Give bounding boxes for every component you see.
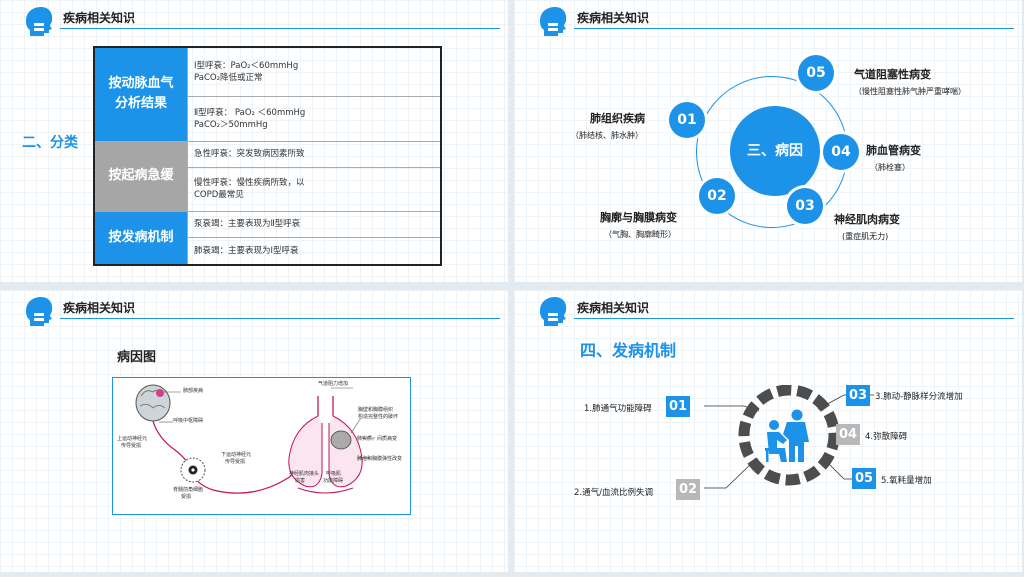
cause-number-05: 05 <box>798 55 834 91</box>
diagram-label: 构造完整性的破坏 <box>358 414 399 420</box>
head-profile-icon <box>540 7 567 36</box>
slide-cause-diagram: 疾病相关知识 病因图 肺部疾病 <box>0 290 508 572</box>
header-title: 疾病相关知识 <box>63 301 136 315</box>
diagram-label: 呼吸中枢障碍 <box>173 418 204 424</box>
header-divider <box>574 318 1014 319</box>
header-title: 疾病相关知识 <box>577 301 650 315</box>
cause-sub-03: (重症肌无力) <box>842 232 889 241</box>
anatomy-illustration <box>135 384 375 494</box>
cause-number-01: 01 <box>669 102 705 138</box>
table-cell: 泵衰竭：主要表现为Ⅱ型呼衰 <box>187 210 442 238</box>
cause-title-01: 肺组织疾病 <box>590 112 645 125</box>
diagram-label: 损害 <box>295 478 306 484</box>
figure-title: 病因图 <box>117 350 157 365</box>
header-title: 疾病相关知识 <box>63 11 136 25</box>
category-mechanism: 按发病机制 <box>93 210 188 266</box>
cause-diagram: 肺部疾病 呼吸中枢障碍 上运动神经元 传导受损 脊髓前角细胞 受损 下运动神经元… <box>112 377 411 515</box>
section-label: 二、分类 <box>22 135 78 151</box>
mechanism-label-02: 2.通气/血流比例失调 <box>574 488 653 498</box>
head-profile-icon <box>26 7 53 36</box>
category-onset: 按起病急缓 <box>93 140 188 212</box>
category-blood-gas: 按动脉血气分析结果 <box>93 46 188 142</box>
section-title: 四、发病机制 <box>580 341 677 360</box>
causes-center-label: 三、病因 <box>730 106 820 196</box>
diagram-label: 功能障碍 <box>323 478 344 484</box>
cause-title-02: 胸廓与胸膜病变 <box>600 211 677 224</box>
mechanism-number-01: 01 <box>666 396 690 417</box>
cause-sub-01: （肺结核、肺水肿） <box>571 131 643 140</box>
doctor-patient-icon <box>765 409 809 462</box>
diagram-label: 下运动神经元 <box>221 452 252 458</box>
slide-causes: 疾病相关知识 三、病因 01 02 03 04 05 肺组织疾病 （肺结核、肺水… <box>514 0 1022 282</box>
mechanism-number-04: 04 <box>836 424 860 445</box>
diagram-label: 神经肌肉接头 <box>289 471 320 477</box>
header-divider <box>574 28 1014 29</box>
cause-number-03: 03 <box>787 188 823 224</box>
table-cell: 肺衰竭：主要表现为Ⅰ型呼衰 <box>187 236 442 266</box>
cause-number-02: 02 <box>699 178 735 214</box>
cause-sub-04: （肺栓塞） <box>870 163 910 172</box>
diagram-label: 呼吸肌 <box>326 471 342 477</box>
diagram-label: 上运动神经元 <box>117 436 148 442</box>
diagram-label: 气道阻力增加 <box>318 381 349 387</box>
cause-title-03: 神经肌肉病变 <box>834 213 900 226</box>
header-divider <box>60 318 500 319</box>
cause-number-04: 04 <box>823 134 859 170</box>
cause-sub-05: （慢性阻塞性肺气肿严重哮喘） <box>854 87 966 96</box>
diagram-label: 传导受损 <box>121 443 142 449</box>
header-title: 疾病相关知识 <box>577 11 650 25</box>
table-cell: 急性呼衰：突发致病因素所致 <box>187 140 442 168</box>
slide-mechanism: 疾病相关知识 四、发病机制 01 02 03 04 05 1.肺通气功能障碍 2… <box>514 290 1022 572</box>
diagram-label: 肺泡和胸膜弹性改变 <box>357 456 403 462</box>
mechanism-number-02: 02 <box>676 479 700 500</box>
mechanism-number-05: 05 <box>852 468 876 489</box>
head-profile-icon <box>26 297 53 326</box>
cause-sub-02: （气胸、胸廓畸形） <box>604 230 676 239</box>
mechanism-label-05: 5.氧耗量增加 <box>881 476 932 486</box>
cause-title-04: 肺血管病变 <box>866 144 921 157</box>
cause-title-05: 气道阻塞性病变 <box>854 68 931 81</box>
mechanism-label-01: 1.肺通气功能障碍 <box>584 404 652 414</box>
diagram-label: 传导受损 <box>225 459 246 465</box>
diagram-label: 肺实质、间质病变 <box>357 436 398 442</box>
diagram-label: 脊髓前角细胞 <box>173 487 204 493</box>
mechanism-label-04: 4.弥散障碍 <box>865 432 908 442</box>
diagram-label: 胸壁和胸膜组织 <box>358 407 394 413</box>
mechanism-number-03: 03 <box>846 385 870 406</box>
mechanism-label-03: 3.肺动-静脉样分流增加 <box>875 392 963 402</box>
head-profile-icon <box>540 297 567 326</box>
diagram-label: 肺部疾病 <box>183 388 204 394</box>
diagram-label: 受损 <box>181 494 192 500</box>
header-divider <box>60 28 500 29</box>
